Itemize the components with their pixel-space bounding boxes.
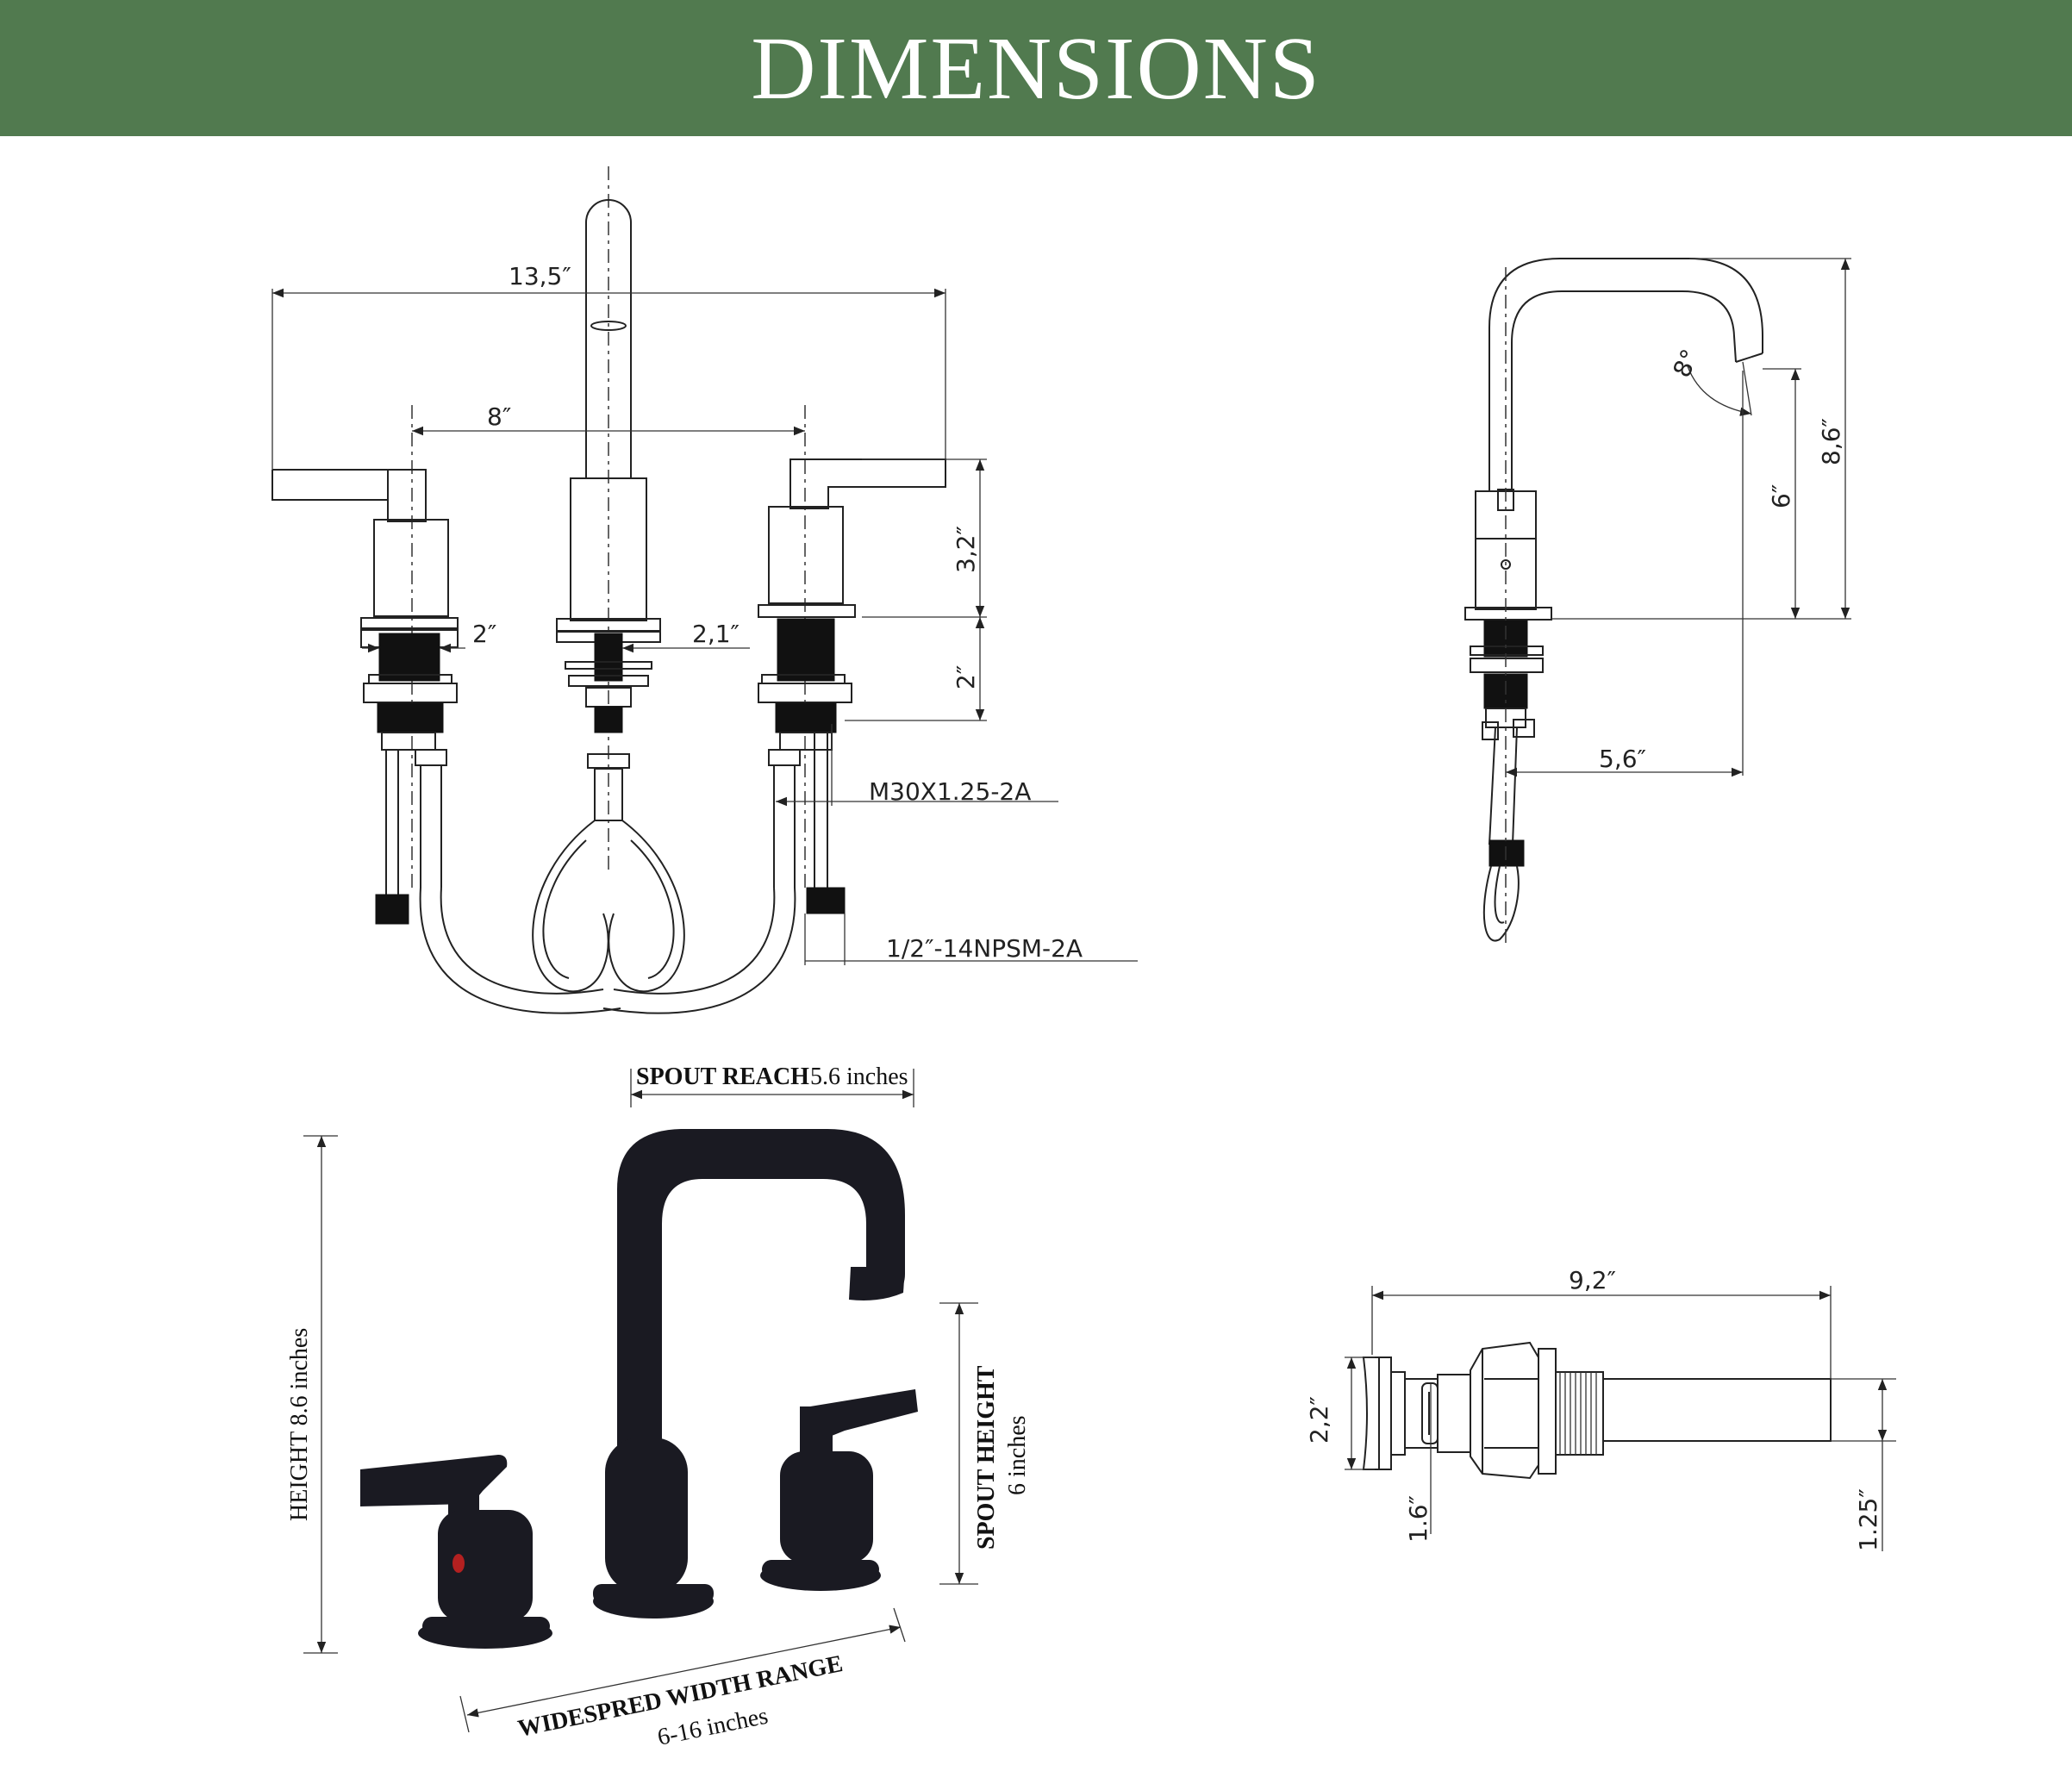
thread-hatching [1559,1372,1597,1455]
spout-height-value: 6 inches [1004,1415,1031,1495]
thread-spec: M30X1.25-2A [869,777,1031,806]
dim-thread-diameter: 1.25″ [1854,1488,1882,1551]
dim-drain-length: 9,2″ [1569,1266,1616,1294]
drain-view-drawing: 9,2″ 2,2″ 1.6″ 1.25″ [1305,1266,1896,1551]
dim-flange-height: 2,2″ [1305,1396,1333,1444]
photo-view: SPOUT REACH 5.6 inches HEIGHT 8.6 inches… [286,1063,1031,1751]
dim-body-width: 1.6″ [1404,1495,1432,1543]
dim-spout-shank: 2,1″ [692,620,740,648]
spout-reach-label: SPOUT REACH [636,1063,809,1090]
front-view-drawing: 13,5″ 8″ 2″ 2,1″ 3,2″ 2″ M30X1.25-2A 1/2… [271,166,1138,1014]
connector-spec: 1/2″-14NPSM-2A [886,934,1083,963]
spout-height-label: SPOUT HEIGHT [973,1365,1000,1550]
side-view-drawing: 8° 8,6″ 6″ 5,6″ [1464,258,1851,944]
dim-handle-shank: 2″ [472,620,496,648]
dim-spout-height: 6″ [1767,484,1795,508]
height-label: HEIGHT [286,1431,313,1521]
dim-center-spacing: 8″ [487,402,511,431]
height-value: 8.6 inches [286,1328,313,1426]
dim-total-height: 8,6″ [1817,418,1845,465]
dim-spout-angle: 8° [1667,345,1704,382]
header-banner: DIMENSIONS [0,0,2072,136]
spout-reach-value: 5.6 inches [810,1063,908,1090]
dim-shank-length: 2″ [952,665,980,689]
dim-width-overall: 13,5″ [509,262,571,290]
page-title: DIMENSIONS [751,18,1321,118]
dim-handle-height: 3,2″ [952,526,980,573]
dim-spout-reach: 5,6″ [1599,745,1646,773]
height-label-group: HEIGHT 8.6 inches [286,1328,313,1521]
